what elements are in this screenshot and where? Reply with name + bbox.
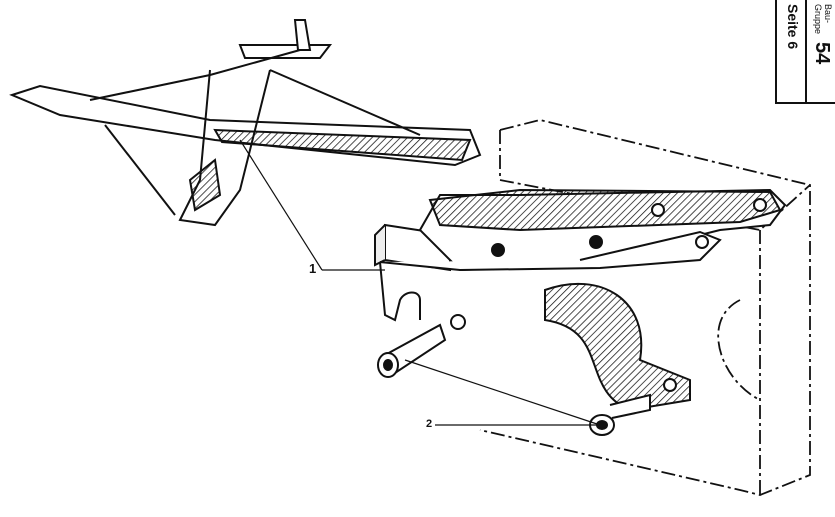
callout-2-label: 2 [426,418,433,430]
title-block: Seite 6 Bau- Gruppe 54 [775,0,835,104]
glider-aircraft [9,19,482,227]
title-block-divider [805,0,807,102]
fitting-bracket-part-1 [374,188,787,412]
page-label: Seite 6 [785,4,801,50]
group-number: 54 [811,42,833,65]
callout-1-label: 1 [309,261,317,276]
group-label-line-2: Gruppe [813,4,823,35]
fuselage-block-outline [479,119,811,496]
group-label-line-1: Bau- [823,4,833,24]
bolt-part-2 [377,323,651,436]
leader-lines [239,139,601,426]
